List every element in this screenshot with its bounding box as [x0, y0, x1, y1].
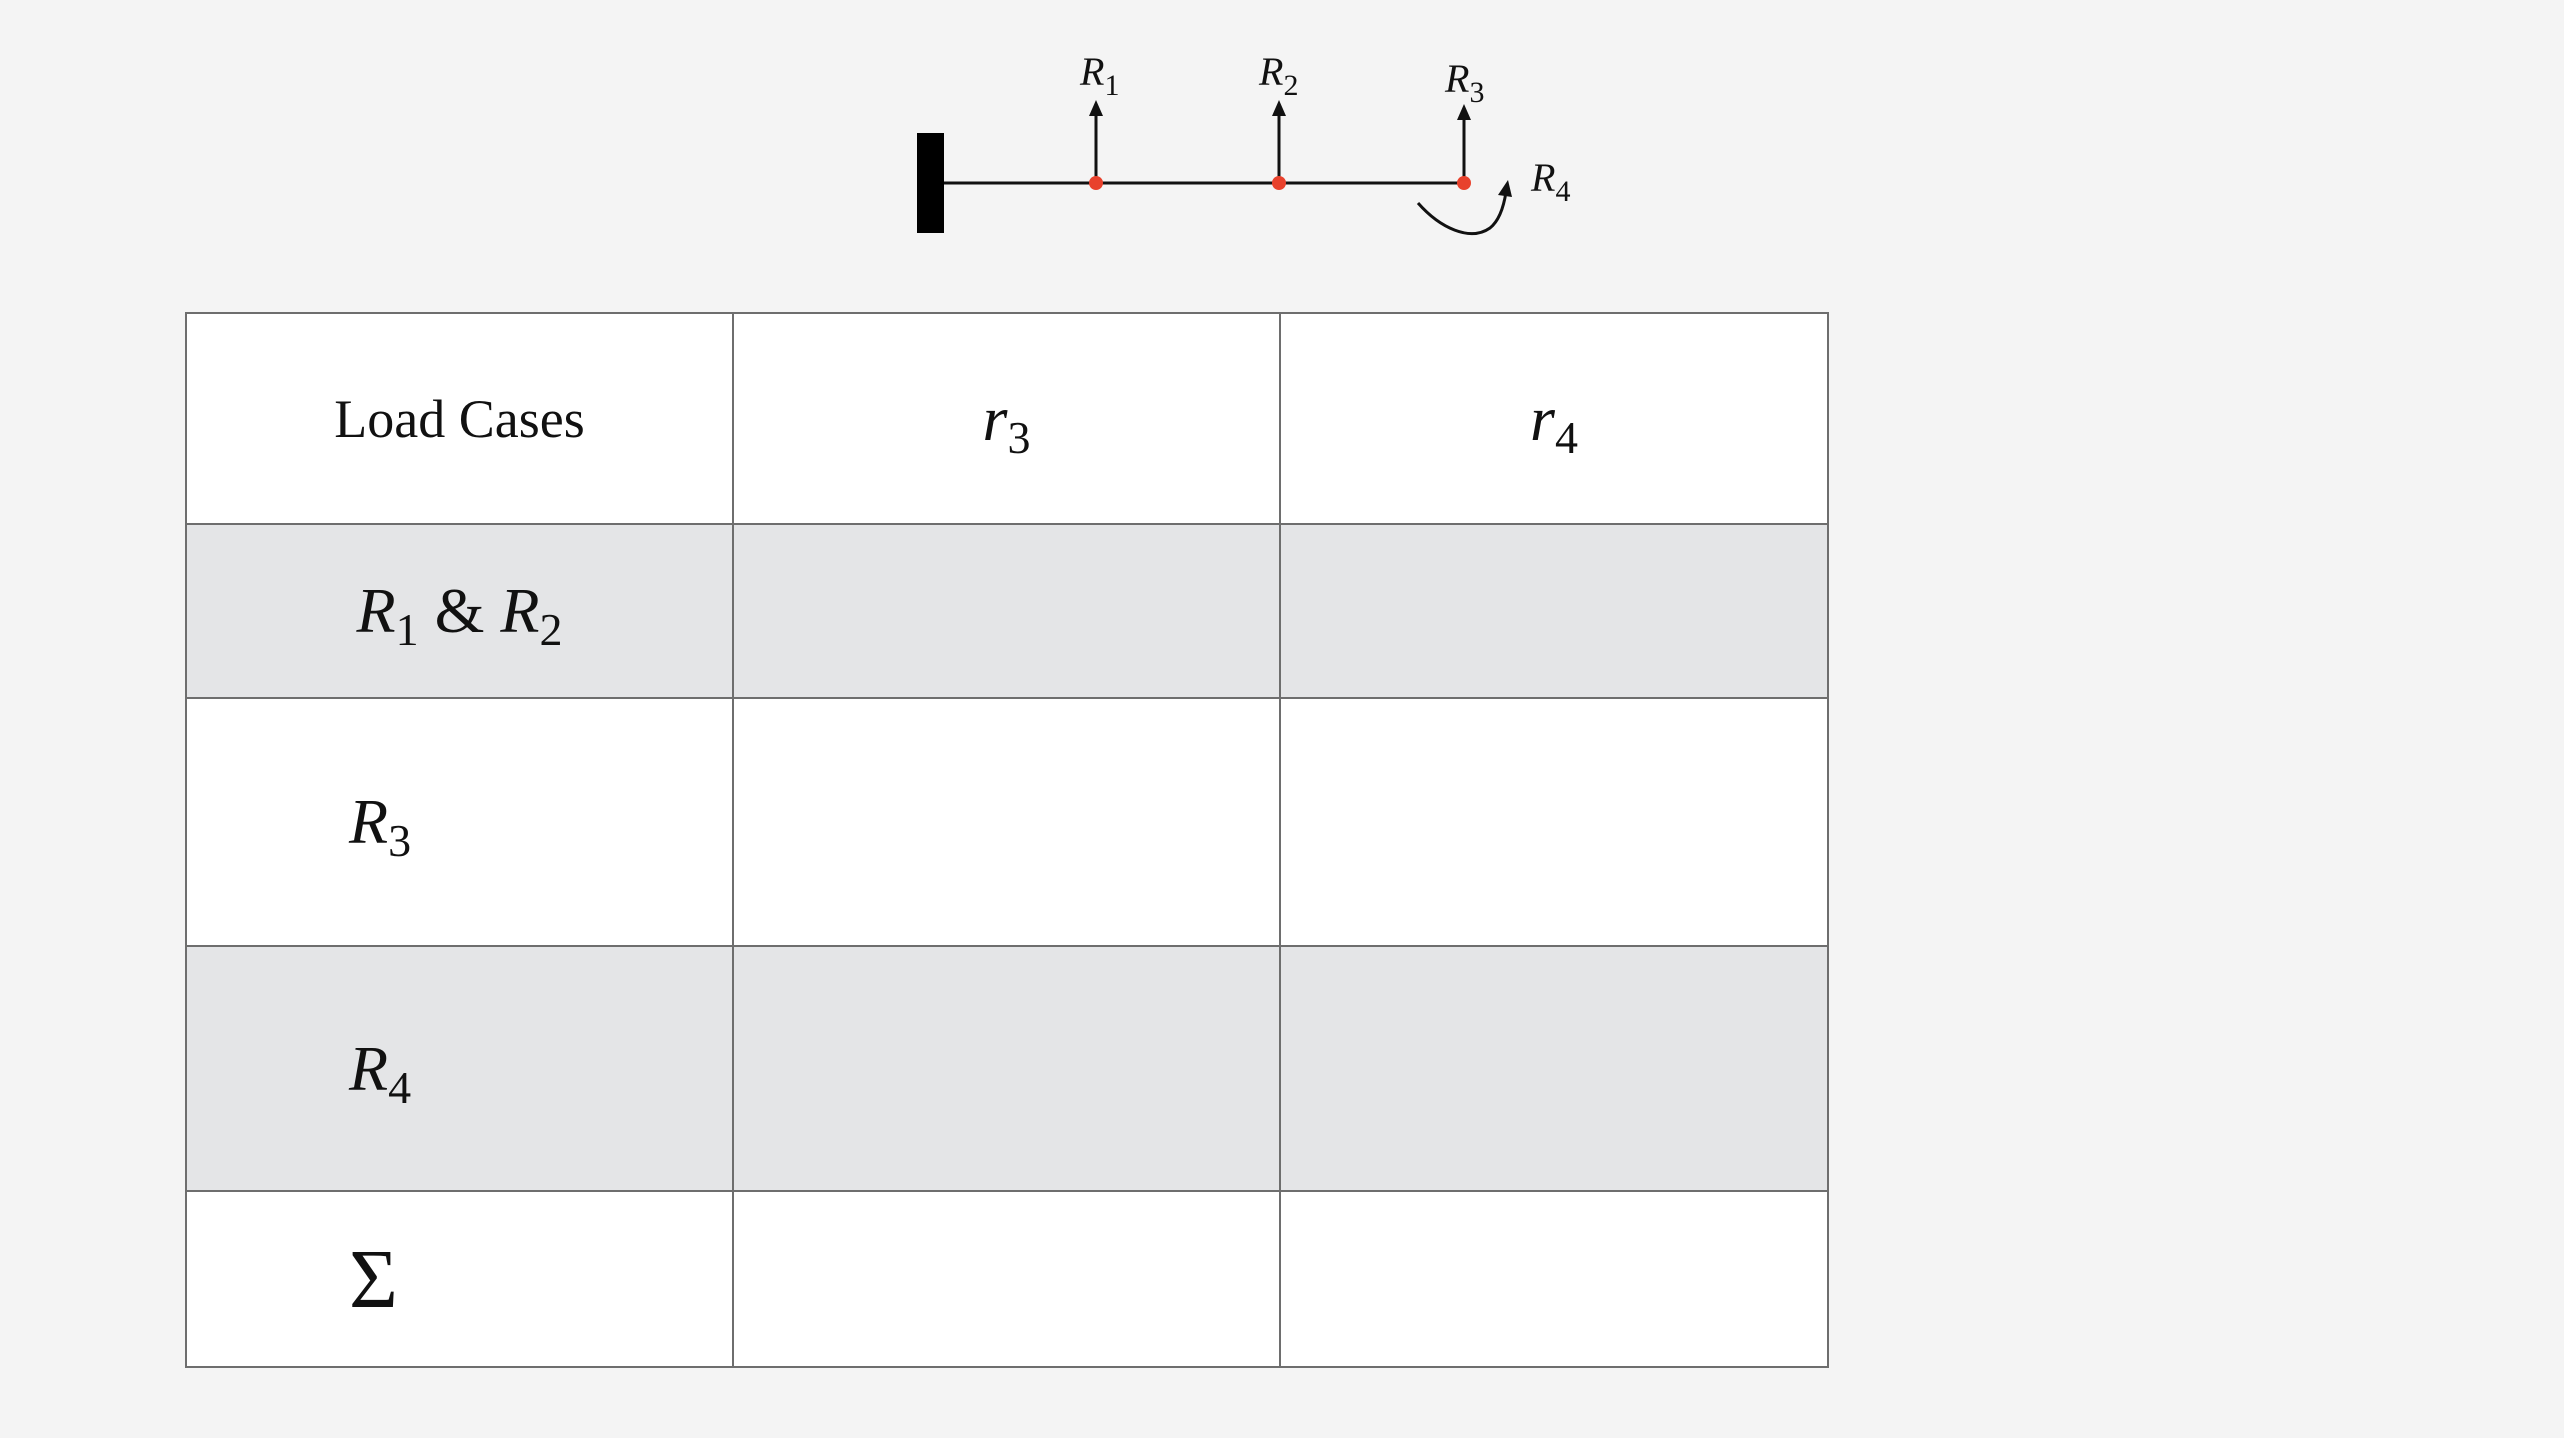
r2-arrowhead: [1272, 100, 1286, 116]
fixed-support: [917, 133, 944, 233]
table-row: Σ: [185, 1190, 1829, 1368]
header-load-cases: Load Cases: [185, 312, 734, 525]
cell-sum-r4: [1279, 1190, 1829, 1368]
label-r2: R2: [1258, 49, 1298, 102]
row-label-r4: R4: [185, 945, 734, 1192]
row-label-r3: R3: [185, 697, 734, 947]
cell-R3-r4: [1279, 697, 1829, 947]
header-r3: r3: [732, 312, 1281, 525]
table-row: R1 & R2: [185, 523, 1829, 699]
cell-sum-r3: [732, 1190, 1281, 1368]
table-header-row: Load Cases r3 r4: [185, 312, 1829, 525]
cell-r1r2-r3: [732, 523, 1281, 699]
r3-arrowhead: [1457, 104, 1471, 120]
cell-R4-r4: [1279, 945, 1829, 1192]
r4-moment-arc: [1416, 191, 1508, 235]
node-2: [1272, 176, 1286, 190]
cell-R3-r3: [732, 697, 1281, 947]
row-label-sum: Σ: [185, 1190, 734, 1368]
label-r1: R1: [1079, 49, 1119, 102]
header-r4: r4: [1279, 312, 1829, 525]
cell-R4-r3: [732, 945, 1281, 1192]
cantilever-beam-diagram: R1 R2 R3 R4: [917, 49, 1570, 235]
r1-arrowhead: [1089, 100, 1103, 116]
label-r4: R4: [1530, 155, 1570, 208]
node-3: [1457, 176, 1471, 190]
cell-r1r2-r4: [1279, 523, 1829, 699]
node-1: [1089, 176, 1103, 190]
load-cases-table: Load Cases r3 r4 R1 & R2 R3 R4 Σ: [185, 312, 1829, 1368]
row-label-r1-r2: R1 & R2: [185, 523, 734, 699]
table-row: R3: [185, 697, 1829, 947]
label-r3: R3: [1444, 56, 1484, 109]
table-row: R4: [185, 945, 1829, 1192]
r4-moment-arrowhead: [1498, 180, 1512, 197]
